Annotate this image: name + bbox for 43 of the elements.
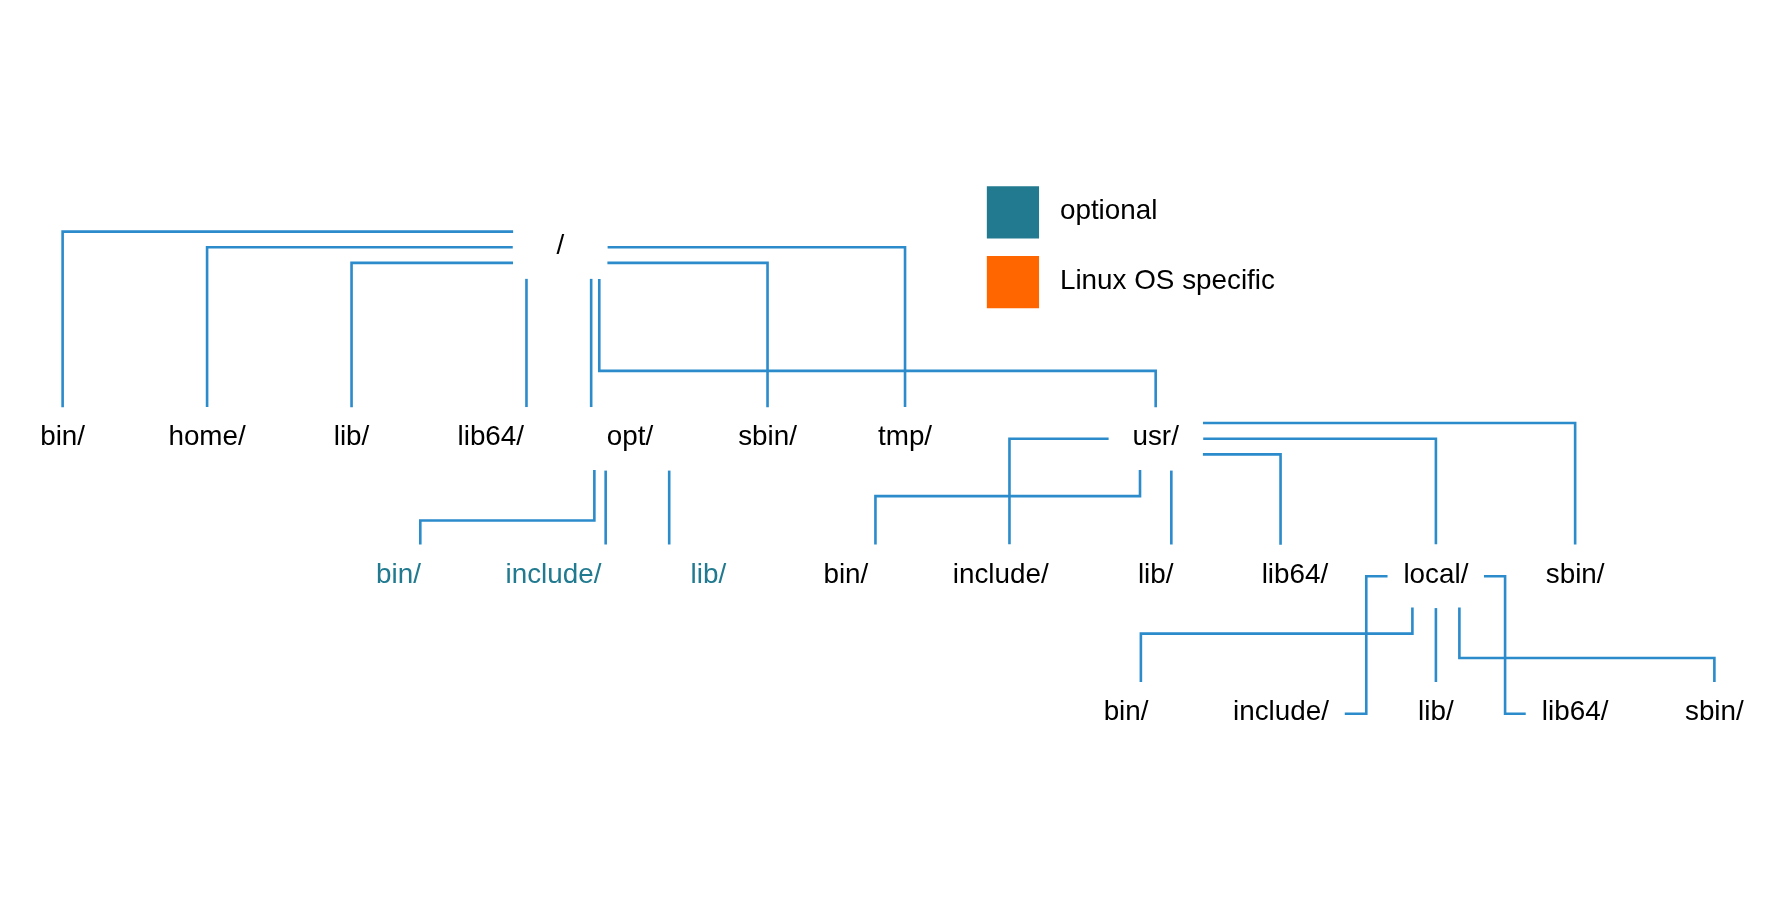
node-text: sbin/: [1684, 694, 1744, 726]
connector: [61, 229, 514, 407]
node-text: bin/: [376, 557, 421, 589]
legend-label: optional: [1059, 193, 1158, 225]
connector: [607, 261, 769, 407]
node-text: lib64/: [457, 419, 525, 451]
node-text: lib/: [333, 419, 370, 451]
node-text: bin/: [40, 419, 86, 451]
connector: [597, 278, 1157, 407]
node-text: home/: [168, 419, 246, 451]
connector: [604, 470, 607, 544]
connector: [205, 245, 513, 407]
node-text: lib64/: [1261, 557, 1329, 589]
node-text: /: [556, 228, 565, 260]
connector: [1202, 452, 1282, 545]
node-text: include/: [952, 557, 1049, 589]
node-text: tmp/: [877, 419, 933, 451]
node-text: sbin/: [1545, 557, 1605, 589]
legend-label: Linux OS specific: [1059, 263, 1275, 295]
node-text: include/: [1233, 694, 1329, 726]
connector: [874, 469, 1142, 545]
node-text: sbin/: [738, 419, 797, 451]
node-text: opt/: [606, 419, 654, 451]
connector: [1203, 436, 1438, 544]
node-text: local/: [1403, 557, 1469, 589]
node-text: lib/: [690, 557, 727, 589]
connector: [667, 470, 671, 544]
connector: [1139, 607, 1414, 682]
node-text: lib/: [1137, 557, 1174, 589]
node-text: bin/: [823, 557, 869, 589]
connector: [589, 278, 593, 407]
node-text: usr/: [1132, 419, 1179, 451]
node-text: lib64/: [1541, 694, 1609, 726]
connector: [350, 261, 513, 407]
node-text: lib/: [1418, 694, 1454, 726]
connector: [607, 245, 907, 407]
node-text: bin/: [1103, 694, 1149, 726]
node-text: include/: [505, 557, 602, 589]
connector: [525, 278, 528, 407]
connector: [1170, 470, 1173, 544]
connector: [1434, 607, 1438, 682]
connector: [1203, 421, 1577, 544]
connector: [1008, 436, 1109, 544]
